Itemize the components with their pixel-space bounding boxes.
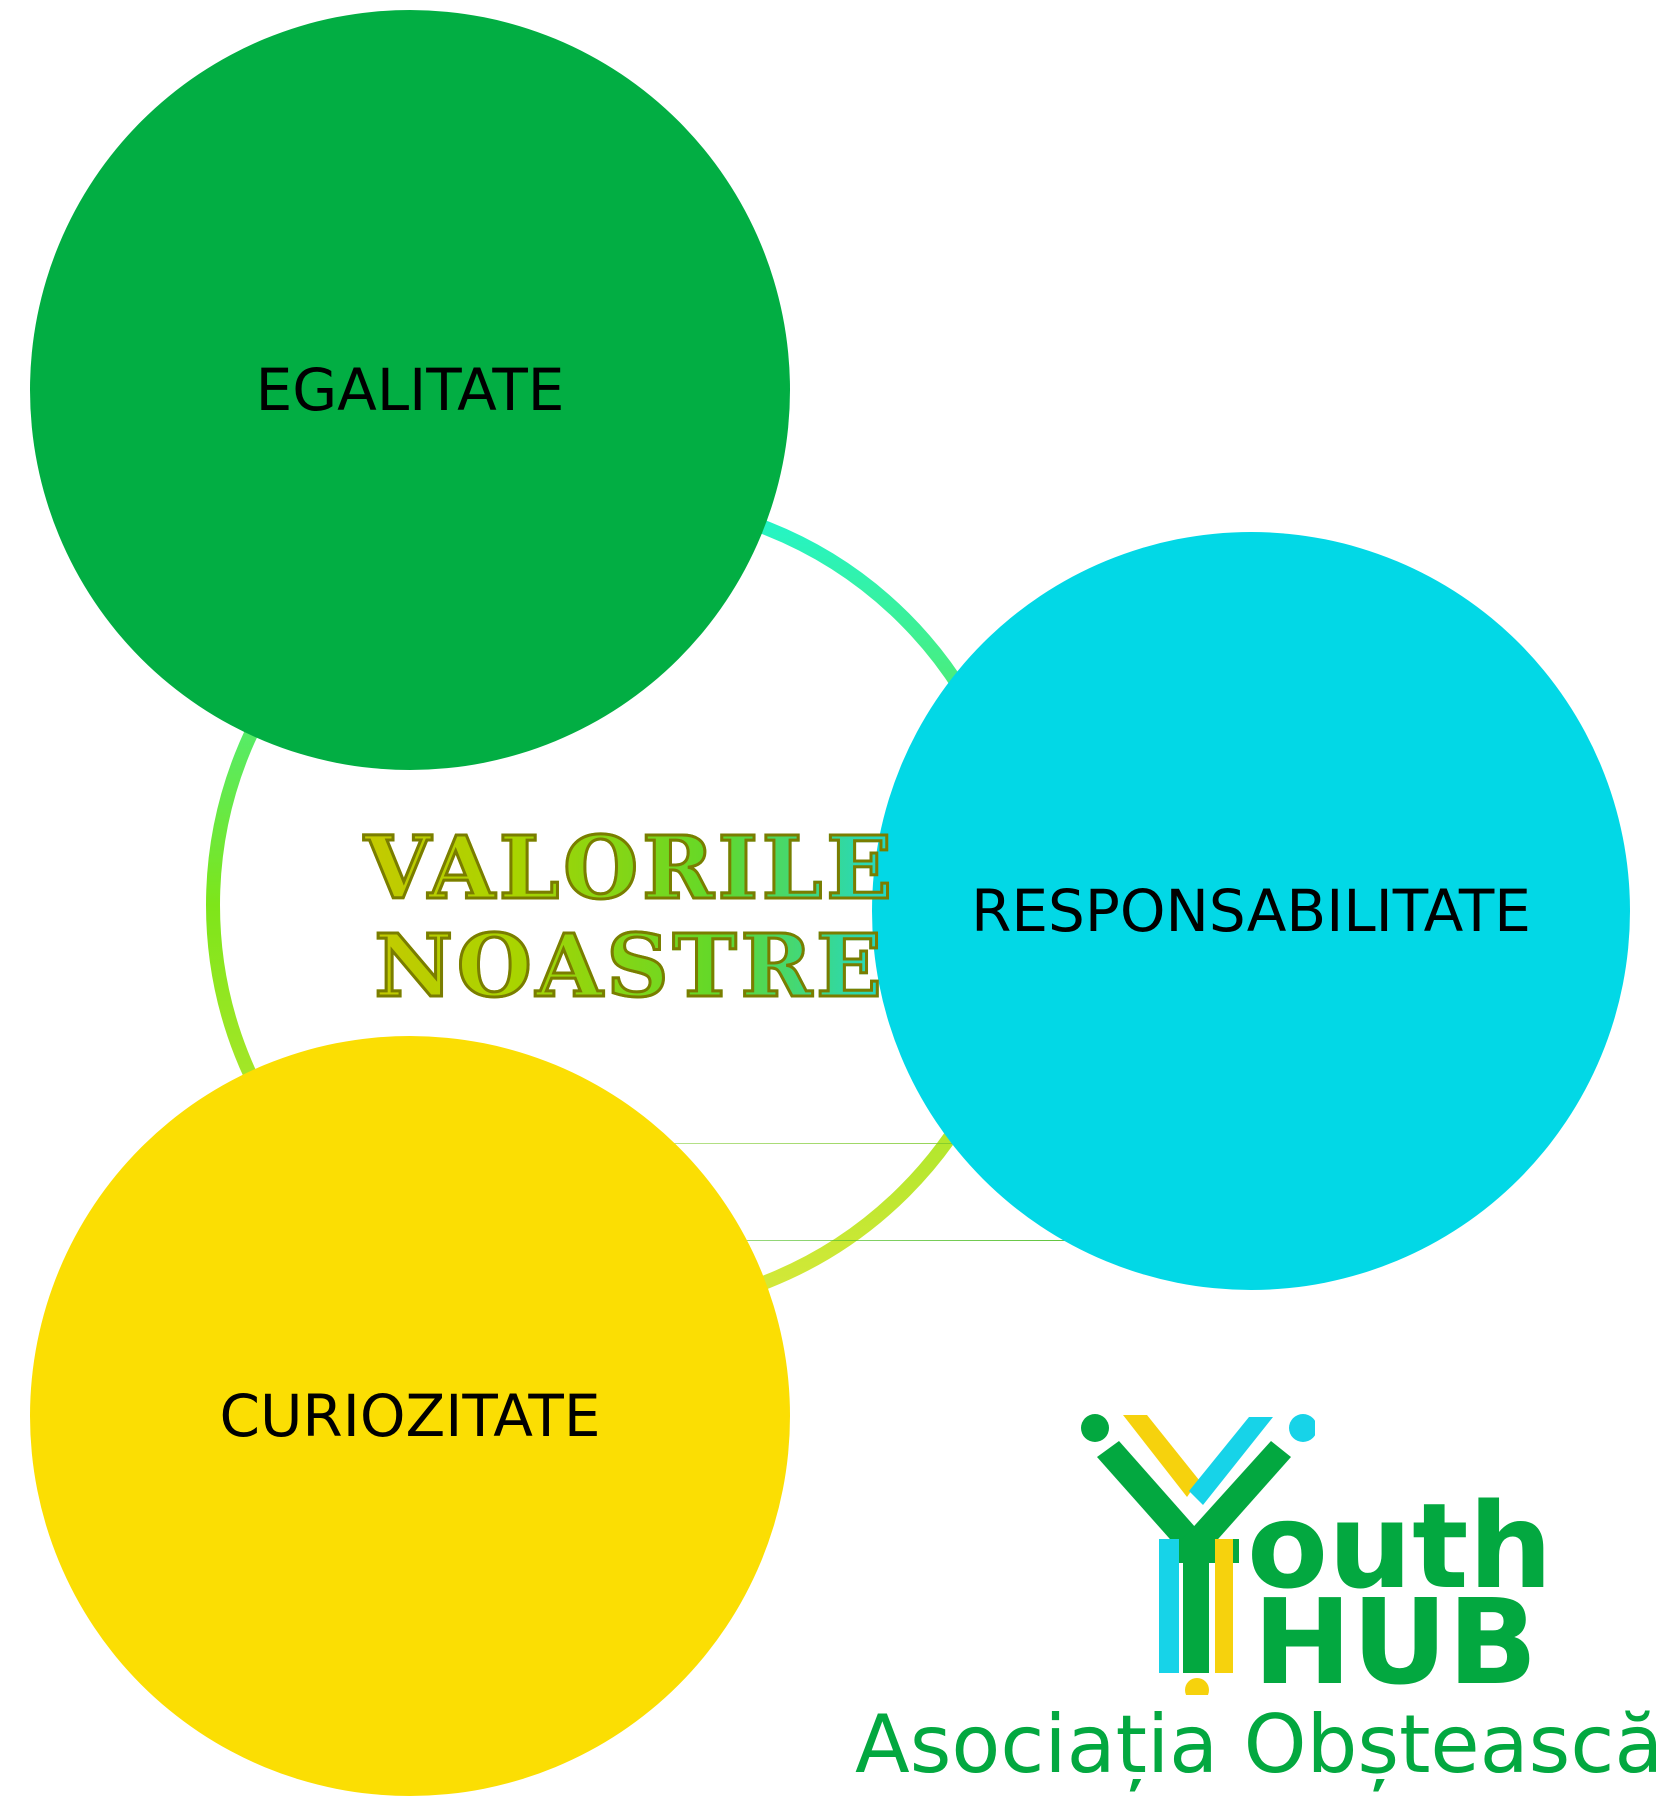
- youthhub-logo: outh HUB: [1075, 1405, 1553, 1701]
- value-label-responsabilitate: RESPONSABILITATE: [971, 877, 1531, 945]
- logo-word-outh: outh: [1247, 1477, 1553, 1615]
- diagram-title: VALORILE NOASTRE: [340, 818, 920, 1017]
- logo-word-hub: HUB: [1253, 1573, 1538, 1711]
- value-circle-curiozitate: CURIOZITATE: [30, 1036, 790, 1796]
- value-label-curiozitate: CURIOZITATE: [219, 1382, 601, 1450]
- title-line-2: NOASTRE: [373, 916, 886, 1017]
- logo-subtitle: Asociația Obștească: [855, 1698, 1656, 1791]
- value-circle-responsabilitate: RESPONSABILITATE: [872, 532, 1630, 1290]
- value-circle-egalitate: EGALITATE: [30, 10, 790, 770]
- title-line-1: VALORILE: [363, 818, 896, 919]
- youthhub-y-figure-icon: [1081, 1414, 1315, 1695]
- value-label-egalitate: EGALITATE: [255, 356, 565, 424]
